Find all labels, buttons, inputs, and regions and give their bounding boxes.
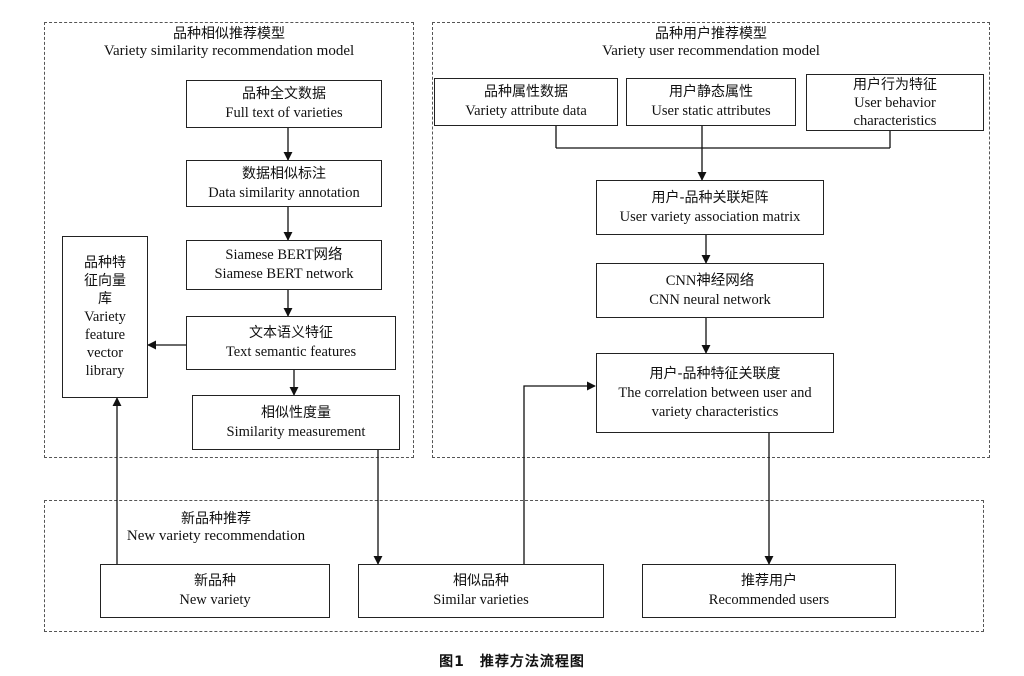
new-variety-cn: 新品种 — [194, 573, 236, 589]
similarity-en: Similarity measurement — [226, 423, 366, 440]
semantic-cn: 文本语义特征 — [249, 325, 333, 341]
recommended-users-box: 推荐用户 Recommended users — [642, 564, 896, 618]
siamese-cn: Siamese BERT网络 — [225, 247, 343, 263]
static-attr-box: 用户静态属性 User static attributes — [626, 78, 796, 126]
matrix-cn: 用户-品种关联矩阵 — [651, 189, 769, 206]
correlation-en1: The correlation between user and — [618, 384, 812, 401]
siamese-box: Siamese BERT网络 Siamese BERT network — [186, 240, 382, 290]
similar-varieties-en: Similar varieties — [433, 592, 529, 608]
similar-varieties-box: 相似品种 Similar varieties — [358, 564, 604, 618]
annotation-cn: 数据相似标注 — [242, 165, 326, 182]
static-attr-en: User static attributes — [651, 103, 771, 119]
figure-caption: 图1 推荐方法流程图 — [439, 654, 585, 670]
user-model-region — [432, 22, 990, 458]
similarity-box: 相似性度量 Similarity measurement — [192, 395, 400, 450]
full-text-box: 品种全文数据 Full text of varieties — [186, 80, 382, 128]
correlation-en2: variety characteristics — [651, 403, 779, 420]
similarity-model-title-en: Variety similarity recommendation model — [103, 43, 355, 59]
vector-library-en4: library — [85, 363, 125, 379]
vector-library-cn2: 征向量 — [84, 273, 126, 289]
correlation-box: 用户-品种特征关联度 The correlation between user … — [596, 353, 834, 433]
semantic-en: Text semantic features — [225, 344, 357, 360]
vector-library-en2: feature — [84, 327, 126, 343]
new-variety-region — [44, 500, 984, 632]
vector-library-en1: Variety — [84, 309, 126, 325]
annotation-box: 数据相似标注 Data similarity annotation — [186, 160, 382, 207]
matrix-box: 用户-品种关联矩阵 User variety association matri… — [596, 180, 824, 235]
attr-data-en: Variety attribute data — [465, 103, 587, 119]
cnn-box: CNN神经网络 CNN neural network — [596, 263, 824, 318]
user-model-title: 品种用户推荐模型 Variety user recommendation mod… — [432, 26, 990, 60]
new-variety-title-cn: 新品种推荐 — [181, 511, 251, 527]
semantic-box: 文本语义特征 Text semantic features — [186, 316, 396, 370]
correlation-cn: 用户-品种特征关联度 — [649, 365, 781, 382]
vector-library-en3: vector — [86, 345, 124, 361]
siamese-en: Siamese BERT network — [214, 266, 354, 282]
user-model-title-en: Variety user recommendation model — [602, 43, 820, 59]
user-model-title-cn: 品种用户推荐模型 — [655, 26, 767, 42]
annotation-en: Data similarity annotation — [208, 184, 360, 201]
full-text-cn: 品种全文数据 — [242, 86, 326, 102]
similarity-model-title: 品种相似推荐模型 Variety similarity recommendati… — [44, 26, 414, 60]
static-attr-cn: 用户静态属性 — [669, 84, 753, 100]
cnn-cn: CNN神经网络 — [665, 272, 755, 289]
behavior-cn: 用户行为特征 — [853, 76, 937, 93]
new-variety-en: New variety — [179, 592, 251, 608]
new-variety-title: 新品种推荐 New variety recommendation — [106, 511, 326, 545]
arrow-similar-to-correlation — [523, 381, 596, 564]
attr-data-cn: 品种属性数据 — [484, 84, 568, 100]
similarity-model-title-cn: 品种相似推荐模型 — [173, 26, 285, 42]
recommended-users-en: Recommended users — [708, 592, 830, 608]
new-variety-box: 新品种 New variety — [100, 564, 330, 618]
full-text-en: Full text of varieties — [225, 105, 343, 121]
recommended-users-cn: 推荐用户 — [741, 573, 797, 589]
vector-library-cn3: 库 — [98, 291, 112, 307]
behavior-box: 用户行为特征 User behavior characteristics — [806, 74, 984, 131]
behavior-en2: characteristics — [853, 112, 937, 129]
similar-varieties-cn: 相似品种 — [453, 573, 509, 589]
new-variety-title-en: New variety recommendation — [126, 528, 306, 544]
attr-data-box: 品种属性数据 Variety attribute data — [434, 78, 618, 126]
vector-library-cn1: 品种特 — [84, 255, 126, 271]
vector-library-box: 品种特 征向量 库 Variety feature vector library — [62, 236, 148, 398]
cnn-en: CNN neural network — [649, 291, 771, 308]
matrix-en: User variety association matrix — [619, 208, 801, 225]
behavior-en1: User behavior — [854, 94, 936, 111]
similarity-cn: 相似性度量 — [261, 404, 331, 421]
similarity-model-region — [44, 22, 414, 458]
